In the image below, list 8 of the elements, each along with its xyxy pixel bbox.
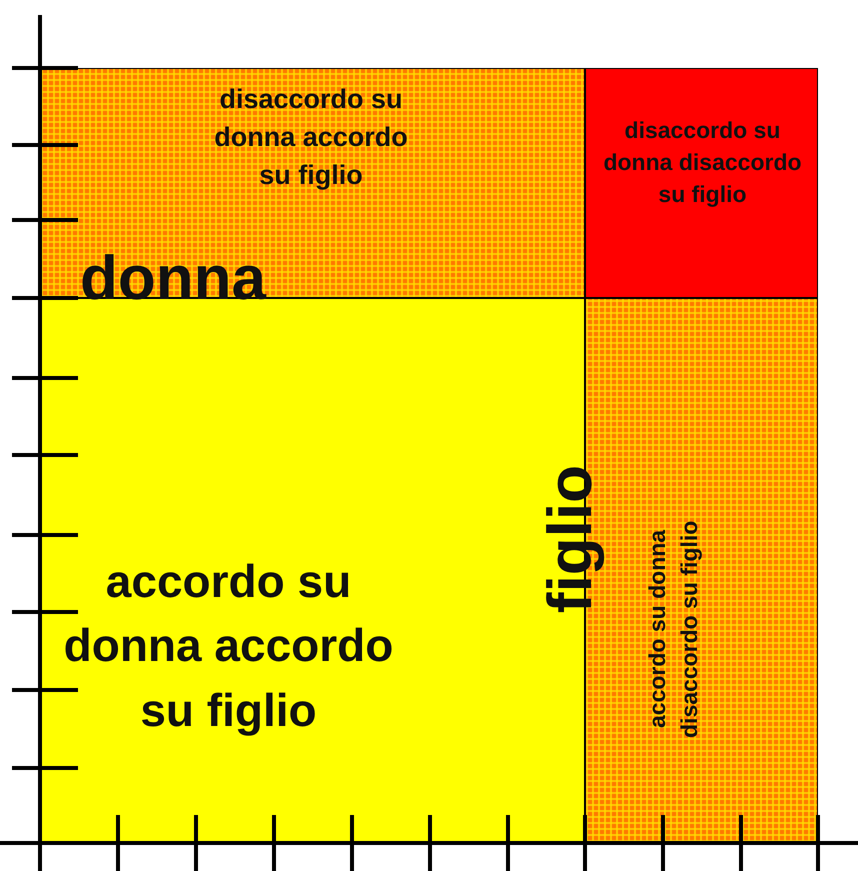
axis-title: figlio: [540, 465, 602, 614]
quadrant-label: accordo su donna disaccordo su figlio: [643, 519, 704, 740]
quadrant-label: disaccordo su donna disaccordo su figlio: [602, 116, 803, 210]
quadrant-label: disaccordo su donna accordo su figlio: [213, 83, 409, 192]
quadrant-label: accordo su donna accordo su figlio: [62, 554, 394, 738]
axis-title: donna: [80, 248, 266, 310]
quadrant-region: [40, 68, 585, 298]
quadrant-region: [585, 68, 818, 298]
